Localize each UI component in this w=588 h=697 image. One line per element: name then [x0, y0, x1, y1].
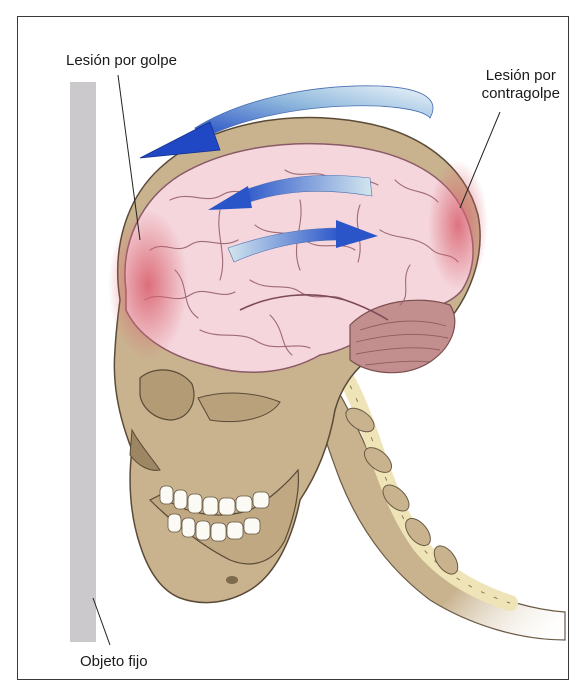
mental-foramen	[226, 576, 238, 584]
coup-injury-label: Lesión por golpe	[66, 52, 177, 70]
coup-injury-zone	[108, 210, 188, 360]
contrecoup-injury-zone	[428, 160, 488, 290]
contrecoup-label-line1: Lesión por	[482, 67, 560, 85]
neck-vertebrae	[305, 360, 565, 640]
contrecoup-label-line2: contragolpe	[482, 85, 560, 103]
fixed-object-label: Objeto fijo	[80, 653, 148, 671]
contrecoup-injury-label: Lesión por contragolpe	[482, 67, 560, 103]
fixed-object-wall	[70, 82, 96, 642]
